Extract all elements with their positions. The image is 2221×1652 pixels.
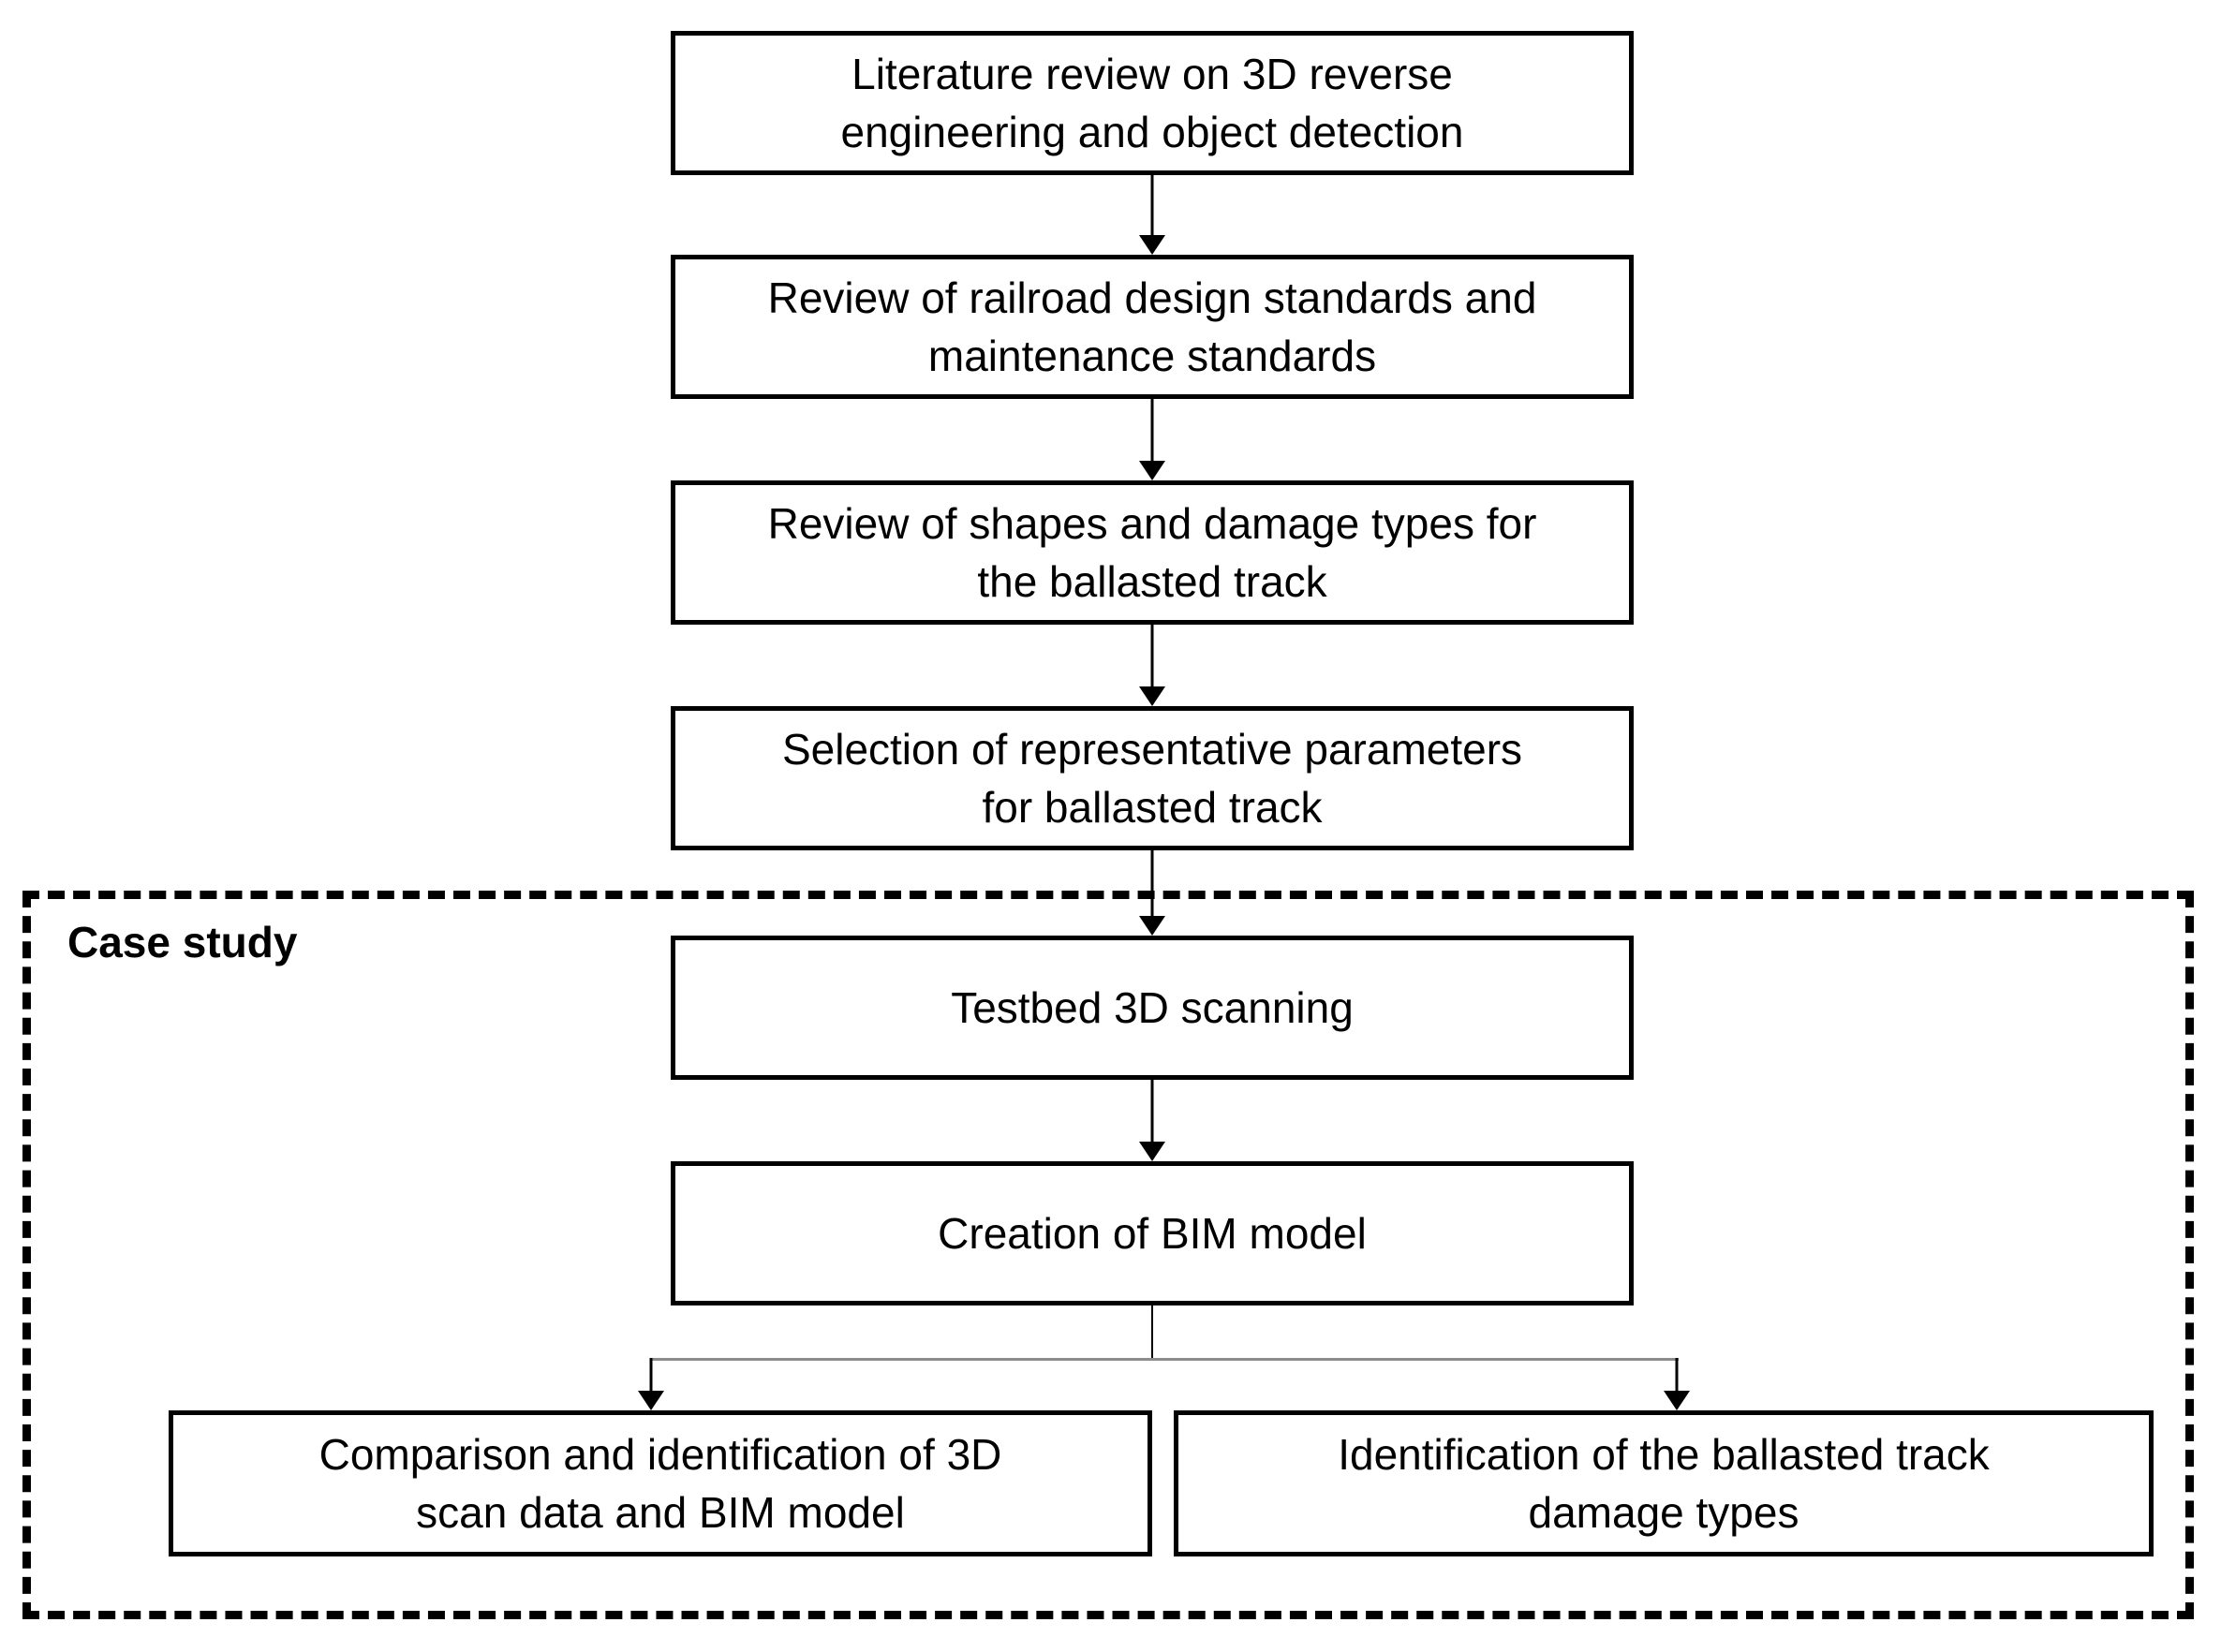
node-damage-identification: Identification of the ballasted track da… (1174, 1410, 2154, 1556)
arrow-shaft (1150, 850, 1154, 920)
arrow-shaft (1150, 399, 1154, 465)
node-testbed-scanning: Testbed 3D scanning (671, 936, 1634, 1080)
arrow-down-icon (1139, 399, 1165, 480)
case-study-label: Case study (67, 918, 298, 966)
branch-stem-line (1151, 1305, 1153, 1360)
node-railroad-standards: Review of railroad design standards and … (671, 255, 1634, 399)
arrow-shaft (1150, 625, 1154, 690)
arrowhead-icon (1139, 1142, 1165, 1161)
arrowhead-icon (638, 1391, 664, 1410)
arrowhead-icon (1139, 916, 1165, 936)
arrow-down-icon (638, 1358, 664, 1410)
arrowhead-icon (1139, 235, 1165, 255)
arrow-down-icon (1139, 1080, 1165, 1161)
arrow-shaft (1150, 175, 1154, 239)
branch-horizontal-line (650, 1358, 1679, 1361)
node-shapes-damage-types: Review of shapes and damage types for th… (671, 480, 1634, 625)
arrow-shaft (1675, 1358, 1679, 1394)
node-representative-parameters: Selection of representative parameters f… (671, 706, 1634, 850)
arrow-down-icon (1139, 850, 1165, 936)
node-bim-model-creation: Creation of BIM model (671, 1161, 1634, 1305)
arrow-down-icon (1139, 625, 1165, 706)
arrow-shaft (1150, 1080, 1154, 1145)
arrow-shaft (649, 1358, 653, 1394)
arrowhead-icon (1664, 1391, 1690, 1410)
node-literature-review: Literature review on 3D reverse engineer… (671, 31, 1634, 175)
node-comparison-identification: Comparison and identification of 3D scan… (169, 1410, 1152, 1556)
arrowhead-icon (1139, 461, 1165, 480)
arrowhead-icon (1139, 686, 1165, 706)
arrow-down-icon (1664, 1358, 1690, 1410)
arrow-down-icon (1139, 175, 1165, 255)
case-study-dashed-region (22, 891, 2194, 1619)
